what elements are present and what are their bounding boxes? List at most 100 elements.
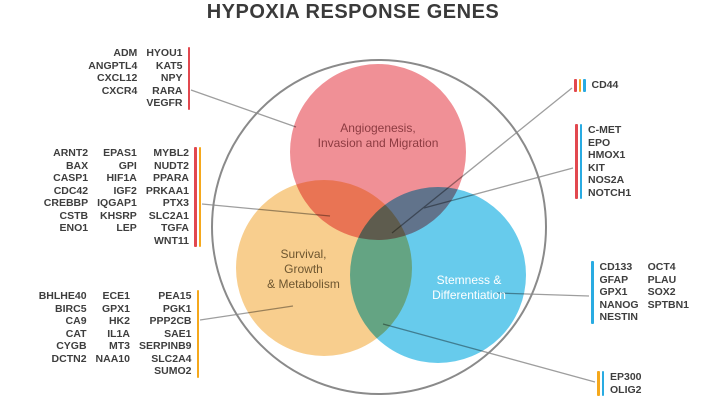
gene-label: KIT <box>588 161 605 174</box>
gene-label: BHLHE40 <box>38 290 87 302</box>
angiogenesis-membership-bar <box>194 147 197 247</box>
gene-label: SUMO2 <box>154 365 192 377</box>
gene-label: EPO <box>588 136 611 149</box>
gene-label: HK2 <box>108 315 130 327</box>
gene-label: WNT11 <box>153 234 189 247</box>
label-angiogenesis: Angiogenesis, Invasion and Migration <box>317 121 439 150</box>
gene-label: SLC2A1 <box>148 209 189 222</box>
gene-label: PLAU <box>647 273 677 286</box>
gene-label: CREBBP <box>43 197 89 209</box>
gene-label: KAT5 <box>155 59 183 72</box>
gene-label: GPX1 <box>599 286 628 298</box>
survival-membership-bar <box>578 79 581 92</box>
gene-label: BAX <box>65 159 89 172</box>
gene-label: MYBL2 <box>153 147 189 159</box>
gene-label: MT3 <box>108 340 130 352</box>
gene-label: RARA <box>152 84 183 97</box>
label-stemness: Stemness & Differentiation <box>432 273 506 302</box>
gene-label: HIF1A <box>106 172 137 184</box>
gene-label: DCTN2 <box>51 352 87 365</box>
gene-label: CXCL12 <box>97 72 138 84</box>
label-survival: Survival, Growth & Metabolism <box>267 247 340 291</box>
gene-label: SLC2A4 <box>151 352 192 365</box>
gene-label: SPTBN1 <box>647 298 690 311</box>
gene-label: NESTIN <box>599 311 639 323</box>
angiogenesis-membership-bar <box>575 124 578 199</box>
figure-title: HYPOXIA RESPONSE GENES <box>206 1 500 23</box>
stemness-membership-bar <box>579 124 582 199</box>
gene-label: KHSRP <box>100 209 137 222</box>
gene-label: CAT <box>65 327 87 340</box>
gene-label: PPARA <box>153 172 189 184</box>
gene-label: ECE1 <box>102 290 130 302</box>
membership-bars <box>196 290 199 378</box>
gene-label: NAA10 <box>95 352 130 365</box>
gene-label: SAE1 <box>164 327 192 340</box>
membership-bars <box>591 261 594 324</box>
membership-bars <box>575 124 582 199</box>
gene-label: ANGPTL4 <box>88 59 138 72</box>
gene-label: CDC42 <box>53 184 89 197</box>
gene-label: GPX1 <box>101 302 130 315</box>
gene-column: CD44 <box>592 79 619 92</box>
gene-label: VEGFR <box>146 97 183 109</box>
stemness-membership-bar <box>601 371 604 396</box>
survival-membership-bar <box>597 371 600 396</box>
membership-bars <box>597 371 604 396</box>
stemness-membership-bar <box>583 79 586 92</box>
gene-label: PEA15 <box>158 290 192 302</box>
survival-membership-bar <box>196 290 199 378</box>
gene-label: NANOG <box>599 298 639 311</box>
gene-label: PPP2CB <box>149 315 192 327</box>
gene-label: ENO1 <box>59 222 89 234</box>
gene-label: PTX3 <box>162 197 189 209</box>
gene-label: NPY <box>160 72 183 84</box>
angiogenesis-membership-bar <box>574 79 577 92</box>
gene-label: EP300 <box>610 371 642 383</box>
gene-label: CYGB <box>56 340 87 352</box>
gene-label: ADM <box>113 47 138 59</box>
gene-label: CA9 <box>65 315 87 327</box>
gene-label: IGF2 <box>113 184 137 197</box>
gene-label: TGFA <box>161 222 189 234</box>
angiogenesis-membership-bar <box>187 47 190 110</box>
outer-ring <box>211 59 547 395</box>
gene-label: SERPINB9 <box>138 340 192 352</box>
gene-label: C-MET <box>588 124 622 136</box>
survival-membership-bar <box>198 147 201 247</box>
gene-label: ARNT2 <box>53 147 89 159</box>
membership-bars <box>574 79 586 92</box>
gene-label: CSTB <box>59 209 89 222</box>
gene-label: IQGAP1 <box>97 197 137 209</box>
gene-columns: CD44 <box>592 79 619 92</box>
gene-label: EPAS1 <box>103 147 137 159</box>
gene-label: CXCR4 <box>101 84 138 97</box>
membership-bars <box>194 147 201 247</box>
gene-label: NOTCH1 <box>588 186 632 199</box>
membership-bars <box>187 47 190 110</box>
gene-label: CASP1 <box>53 172 89 184</box>
gene-label: OLIG2 <box>610 383 642 396</box>
gene-label: NUDT2 <box>153 159 189 172</box>
gene-label: CD133 <box>599 261 633 273</box>
stemness-membership-bar <box>591 261 594 324</box>
gene-label: GFAP <box>599 273 629 286</box>
gene-label: LEP <box>116 222 137 234</box>
